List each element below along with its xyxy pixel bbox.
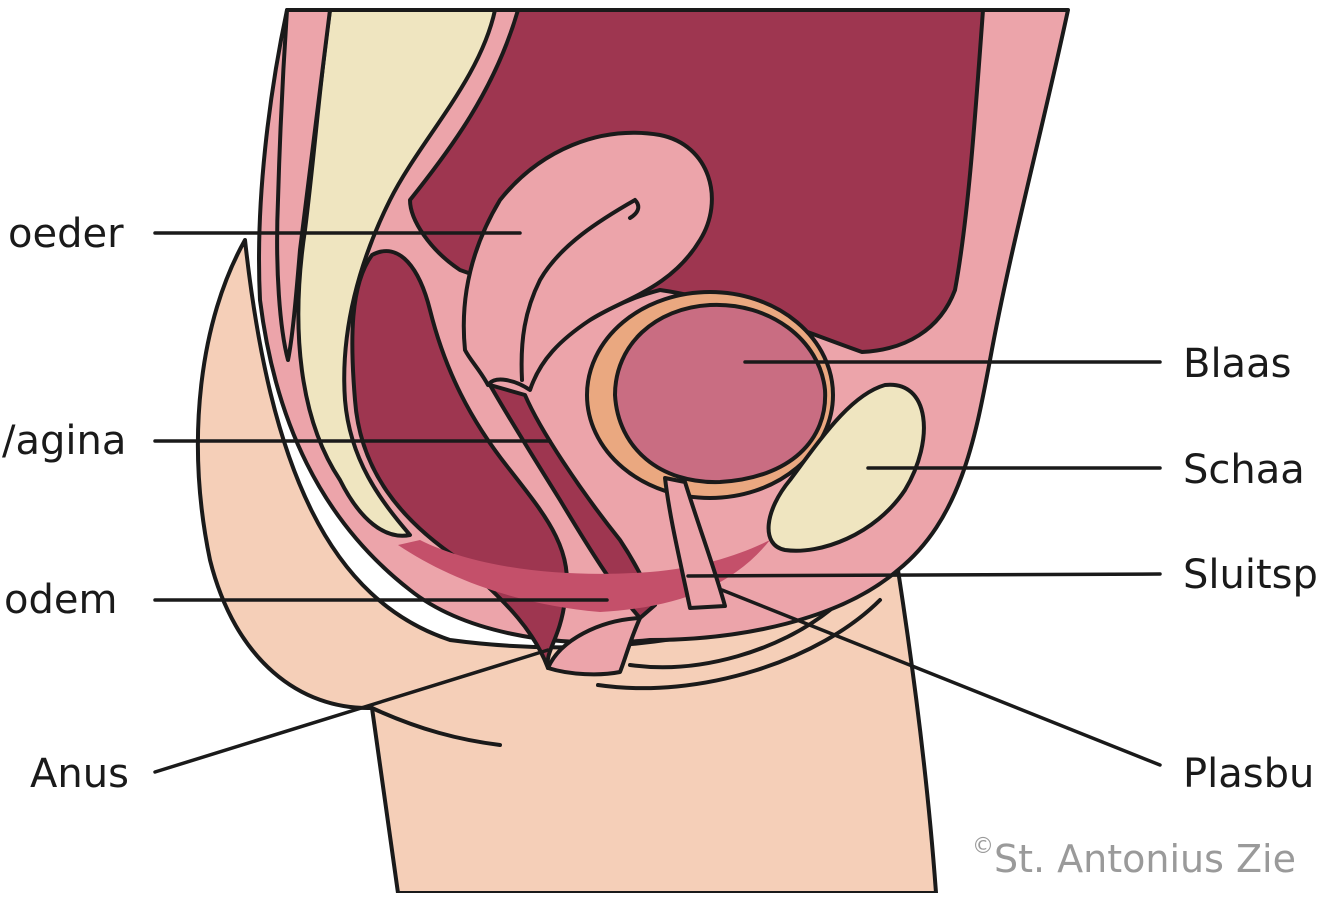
leader-line-sluitspier <box>688 574 1160 576</box>
label-bekkenbodem: odem <box>4 580 117 620</box>
label-anus: Anus <box>30 754 129 794</box>
label-sluitspier: Sluitsp <box>1183 555 1318 595</box>
copyright-credit: ©St. Antonius Zie <box>972 840 1296 878</box>
copyright-symbol: © <box>972 834 994 859</box>
bladder-inner <box>615 305 825 482</box>
label-baarmoeder: oeder <box>8 214 124 254</box>
label-plasbuis: Plasbu <box>1183 754 1314 794</box>
label-vagina: /agina <box>2 421 126 461</box>
credit-text: St. Antonius Zie <box>994 837 1296 881</box>
label-schaambeen: Schaa <box>1183 450 1305 490</box>
label-blaas: Blaas <box>1183 344 1291 384</box>
